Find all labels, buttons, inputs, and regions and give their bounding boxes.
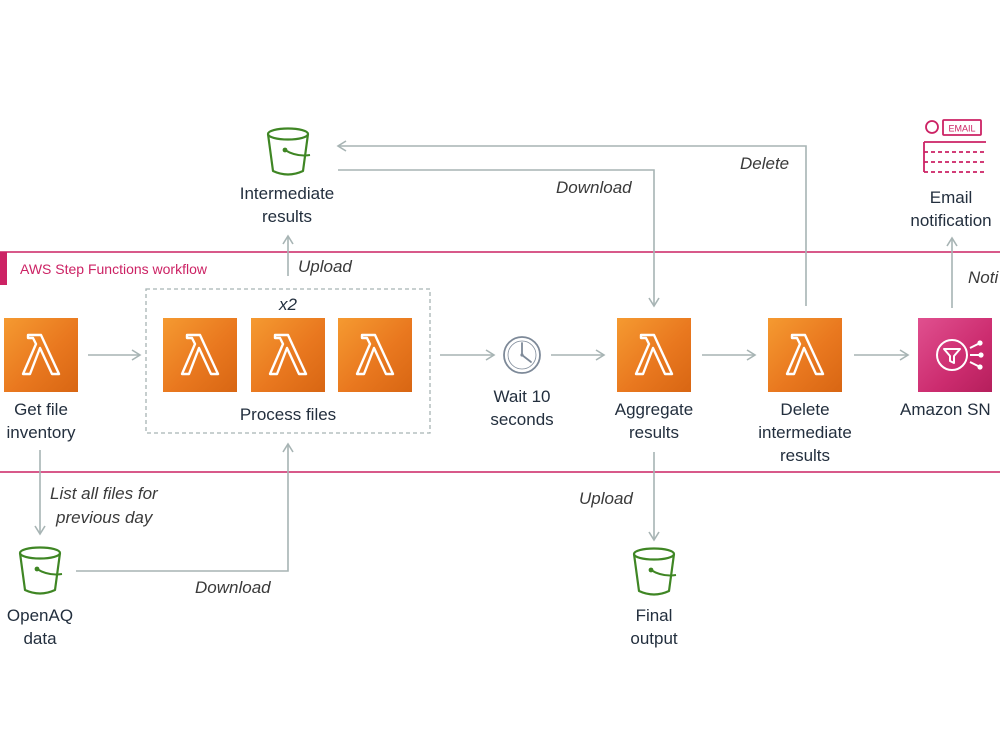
lambda-icon-delete xyxy=(768,318,842,392)
label-wait-line1: Wait 10 xyxy=(493,387,551,406)
label-get-file-inventory-line1: Get file xyxy=(14,400,68,419)
label-get-file-inventory: Get file inventory xyxy=(0,398,82,444)
label-delete-line1: Delete xyxy=(780,400,830,419)
s3-bucket-icon-final xyxy=(632,547,677,596)
label-aggregate-line1: Aggregate xyxy=(614,400,694,419)
label-delete-intermediate: Delete intermediate results xyxy=(745,398,865,467)
edge-label-upload-intermediate: Upload xyxy=(298,257,352,276)
label-amazon-sns: Amazon SN xyxy=(900,400,991,419)
label-openaq-data: OpenAQ data xyxy=(0,604,80,650)
label-wait: Wait 10 seconds xyxy=(476,385,568,431)
edge-label-download-openaq: Download xyxy=(195,578,271,597)
label-delete-line3: results xyxy=(779,446,831,465)
edge-label-list-files-line1: List all files for xyxy=(50,484,158,503)
edge-label-notify: Noti xyxy=(968,268,999,287)
sns-icon xyxy=(918,318,992,392)
label-aggregate-line2: results xyxy=(628,423,680,442)
label-intermediate-results: Intermediate results xyxy=(224,182,350,228)
lambda-icon-get-inventory xyxy=(4,318,78,392)
label-final-output: Final output xyxy=(614,604,694,650)
label-openaq-line2: data xyxy=(23,629,57,648)
label-aggregate: Aggregate results xyxy=(599,398,709,444)
lambda-icon-process-3 xyxy=(338,318,412,392)
label-process-files: Process files xyxy=(239,405,337,424)
lambda-icon-process-1 xyxy=(163,318,237,392)
lambda-icon-process-2 xyxy=(251,318,325,392)
label-wait-line2: seconds xyxy=(490,410,554,429)
clock-icon xyxy=(503,336,541,374)
edge-label-download-aggregate: Download xyxy=(556,178,632,197)
workflow-frame-label: AWS Step Functions workflow xyxy=(20,261,207,277)
edge-label-list-files-line2: previous day xyxy=(56,508,153,527)
s3-bucket-icon-openaq xyxy=(18,546,63,595)
arrow-download-openaq xyxy=(76,442,294,572)
label-intermediate-line1: Intermediate xyxy=(239,184,335,203)
label-get-file-inventory-line2: inventory xyxy=(6,423,76,442)
process-files-group xyxy=(145,288,431,434)
arrow-delete-intermediate xyxy=(336,140,807,306)
email-icon xyxy=(923,119,986,173)
label-openaq-line1: OpenAQ xyxy=(6,606,74,625)
label-email-line1: Email xyxy=(929,188,973,207)
arrow-download-to-aggregate xyxy=(338,169,660,308)
label-email-line2: notification xyxy=(910,211,992,230)
email-badge-text: EMAIL xyxy=(948,124,975,134)
label-email-notification: Email notification xyxy=(902,186,1000,232)
lambda-icon-aggregate xyxy=(617,318,691,392)
edge-label-upload-final: Upload xyxy=(579,489,633,508)
label-delete-line2: intermediate xyxy=(758,423,852,442)
edge-label-delete: Delete xyxy=(740,154,790,173)
label-final-line1: Final xyxy=(635,606,673,625)
workflow-frame-tab xyxy=(0,252,7,285)
label-process-files-multiplier: x2 xyxy=(279,295,297,314)
label-intermediate-line2: results xyxy=(261,207,313,226)
label-final-line2: output xyxy=(630,629,678,648)
s3-bucket-icon-intermediate xyxy=(266,127,311,176)
edge-label-list-files: List all files for previous day xyxy=(50,482,158,530)
